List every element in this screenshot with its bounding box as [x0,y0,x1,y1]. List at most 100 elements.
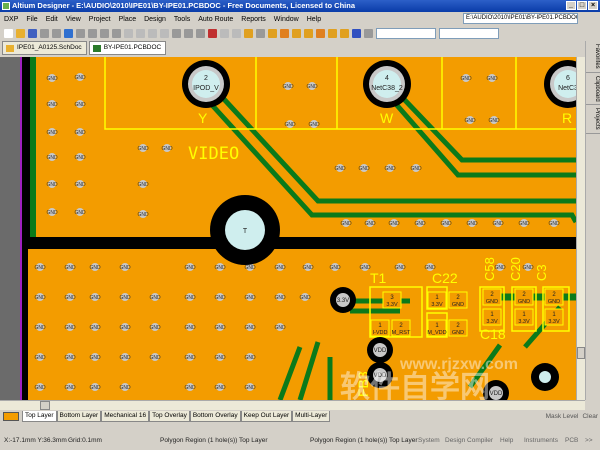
gnd-via[interactable]: GND [149,353,161,361]
panel-tab-projects[interactable]: Projects [586,105,600,135]
gnd-via[interactable]: GND [46,208,58,216]
via-net_33[interactable]: 3.3V [330,287,356,313]
pcb-canvas[interactable]: VIDEO Y W R T1 C22 C18 FB3 C58 C20 C3 GN… [0,57,576,400]
menu-auto-route[interactable]: Auto Route [198,15,234,23]
toolbar-button[interactable] [244,28,253,38]
gnd-via[interactable]: GND [464,116,476,124]
pcb-drawing[interactable]: VIDEO Y W R T1 C22 C18 FB3 C58 C20 C3 GN… [0,57,576,400]
panel-system[interactable]: System [418,437,440,444]
toolbar-button[interactable] [304,28,313,38]
layer-tab-keepout[interactable]: Keep Out Layer [240,410,293,422]
toolbar-button[interactable] [160,28,169,38]
gnd-via[interactable]: GND [394,263,406,271]
clear-button[interactable]: Clear [582,412,598,420]
vertical-scrollbar[interactable] [576,57,585,400]
toolbar-button[interactable] [112,28,121,38]
gnd-via[interactable]: GND [384,164,396,172]
gnd-via[interactable]: GND [334,164,346,172]
smd-pad[interactable]: 1I-VDD [370,319,390,337]
gnd-via[interactable]: GND [440,219,452,227]
gnd-via[interactable]: GND [119,293,131,301]
gnd-via[interactable]: GND [518,219,530,227]
toolbar-button[interactable] [196,28,205,38]
layer-tab-multi[interactable]: Multi-Layer [292,410,331,422]
gnd-via[interactable]: GND [410,164,422,172]
gnd-via[interactable]: GND [89,293,101,301]
gnd-via[interactable]: GND [46,128,58,136]
smd-pad[interactable]: 13.3V [427,291,447,309]
tab-pcbdoc[interactable]: BY-IPE01.PCBDOC [88,41,167,55]
gnd-via[interactable]: GND [34,263,46,271]
gnd-via[interactable]: GND [46,100,58,108]
gnd-via[interactable]: GND [184,263,196,271]
layer-tab-bottom[interactable]: Bottom Layer [56,410,102,422]
gnd-via[interactable]: GND [34,383,46,391]
gnd-via[interactable]: GND [214,263,226,271]
menu-help[interactable]: Help [306,15,322,23]
gnd-via[interactable]: GND [302,263,314,271]
maximize-button[interactable]: □ [577,1,587,10]
gnd-via[interactable]: GND [306,82,318,90]
toolbar-button[interactable] [28,28,37,38]
current-layer-color[interactable] [3,411,19,421]
via-large[interactable] [531,363,559,391]
panel-design-compiler[interactable]: Design Compiler [445,437,494,444]
gnd-via[interactable]: GND [424,263,436,271]
gnd-via[interactable]: GND [74,180,86,188]
gnd-via[interactable]: GND [340,219,352,227]
toolbar-button[interactable] [172,28,181,38]
gnd-via[interactable]: GND [244,353,256,361]
gnd-via[interactable]: GND [486,74,498,82]
menu-reports[interactable]: Reports [241,15,266,23]
menu-edit[interactable]: Edit [45,15,58,23]
gnd-via[interactable]: GND [184,323,196,331]
menu-place[interactable]: Place [118,15,137,23]
menu-tools[interactable]: Tools [173,15,191,23]
gnd-via[interactable]: GND [74,100,86,108]
gnd-via[interactable]: GND [137,210,149,218]
gnd-via[interactable]: GND [184,353,196,361]
smd-pad[interactable]: 13.3V [514,308,534,326]
toolbar-combo[interactable] [439,27,499,39]
gnd-via[interactable]: GND [388,219,400,227]
layer-tab-top[interactable]: Top Layer [22,410,57,422]
gnd-via[interactable]: GND [34,323,46,331]
horizontal-scrollbar[interactable] [0,400,585,410]
panel-tab-favorites[interactable]: Favorites [586,41,600,73]
toolbar-button[interactable] [124,28,133,38]
smd-pad[interactable]: 13.3V [544,308,564,326]
gnd-via[interactable]: GND [89,353,101,361]
gnd-via[interactable]: GND [284,120,296,128]
toolbar-button[interactable] [316,28,325,38]
toolbar-button[interactable] [232,28,241,38]
toolbar-button[interactable] [136,28,145,38]
panel-more[interactable]: >> [585,437,593,444]
gnd-via[interactable]: GND [274,323,286,331]
via-net_vdd[interactable]: VDD [483,380,509,400]
gnd-via[interactable]: GND [119,263,131,271]
gnd-via[interactable]: GND [89,263,101,271]
toolbar-button[interactable] [220,28,229,38]
toolbar-button[interactable] [268,28,277,38]
document-path-combo[interactable]: E:\AUDIO\2010\IPE01\BY-IPE01.PCBDOC [463,13,578,24]
gnd-via[interactable]: GND [492,219,504,227]
pad-t[interactable]: T [210,195,280,265]
menu-dxp[interactable]: DXP [4,15,19,23]
gnd-via[interactable]: GND [299,293,311,301]
gnd-via[interactable]: GND [64,263,76,271]
layer-tab-bottom-overlay[interactable]: Bottom Overlay [189,410,241,422]
gnd-via[interactable]: GND [522,263,534,271]
toolbar-button[interactable] [88,28,97,38]
toolbar-button[interactable] [4,28,13,38]
tab-schdoc[interactable]: IPE01_A0125.SchDoc [2,41,87,55]
gnd-via[interactable]: GND [64,323,76,331]
gnd-via[interactable]: GND [274,293,286,301]
gnd-via[interactable]: GND [64,383,76,391]
panel-help[interactable]: Help [500,437,514,444]
menu-view[interactable]: View [65,15,81,23]
gnd-via[interactable]: GND [119,383,131,391]
gnd-via[interactable]: GND [46,153,58,161]
toolbar-button[interactable] [208,28,217,38]
